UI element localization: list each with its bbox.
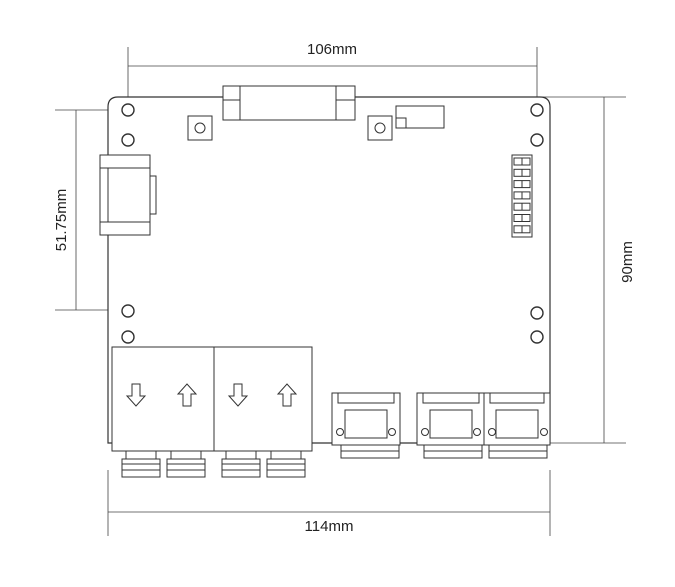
arrow-up-icon: [176, 383, 198, 407]
dimension-top-label: 106mm: [307, 41, 357, 58]
bottom-plugs: [121, 450, 306, 478]
hole-top-right-1: [530, 103, 544, 117]
pin-header: [511, 154, 533, 238]
plug-3: [221, 450, 261, 478]
hole-mid-left-1: [121, 304, 135, 318]
arrow-down-icon: [227, 383, 249, 407]
arrow-down-icon: [125, 383, 147, 407]
dimension-right-height: 90mm: [540, 96, 636, 444]
button-left: [187, 115, 213, 141]
button-right: [367, 115, 393, 141]
hole-top-right-2: [530, 133, 544, 147]
hole-top-left-2: [121, 133, 135, 147]
top-connector: [222, 85, 356, 121]
mounting-holes: [121, 103, 544, 344]
hole-mid-left-2: [121, 330, 135, 344]
dimension-bottom-width: 114mm: [107, 470, 551, 536]
plug-1: [121, 450, 161, 478]
plug-4: [266, 450, 306, 478]
hole-mid-right-1: [530, 306, 544, 320]
plug-2: [166, 450, 206, 478]
dimension-top-width: 106mm: [127, 41, 538, 100]
connector-block: [111, 346, 313, 452]
dimension-right-label: 90mm: [619, 241, 636, 283]
hole-mid-right-2: [530, 330, 544, 344]
arrow-up-icon: [276, 383, 298, 407]
ethernet-port-3: [483, 392, 551, 459]
dimension-bottom-label: 114mm: [305, 518, 354, 535]
left-power-connector: [99, 154, 157, 236]
hole-top-left-1: [121, 103, 135, 117]
ethernet-port-2: [416, 392, 486, 459]
top-right-chip: [395, 105, 445, 129]
ethernet-port-1: [331, 392, 401, 459]
dimension-left-label: 51.75mm: [53, 189, 70, 252]
